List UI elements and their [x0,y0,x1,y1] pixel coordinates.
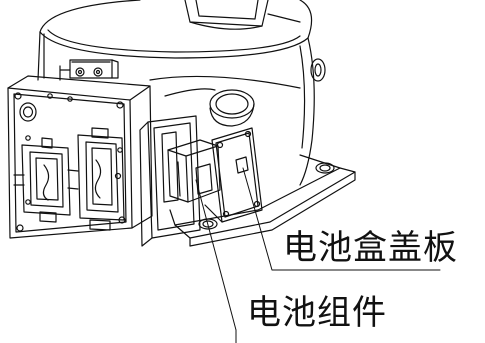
cover-leader-line [242,167,441,271]
battery-box-cover-plate [204,127,263,223]
housing-body [37,0,326,186]
base-flange [169,154,356,247]
battery-assembly-block [167,139,221,203]
top-bracket [59,59,119,81]
battery-box-cover-label: 电池盒盖板 [283,228,458,268]
battery-assembly-label: 电池组件 [247,293,387,333]
callout-leaders [195,167,441,343]
assembly-leader-line [195,179,237,331]
battery-bay [139,115,201,247]
connector-panel [7,75,153,239]
